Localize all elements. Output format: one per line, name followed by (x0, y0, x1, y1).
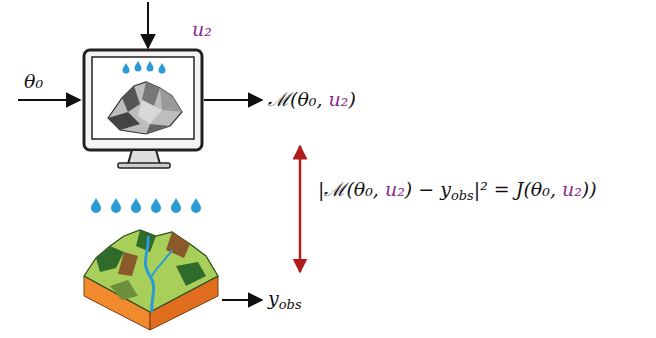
math-text: y (268, 287, 279, 309)
math-text: ) (348, 88, 355, 110)
output-arrow (222, 299, 262, 301)
math-text: u₂ (385, 178, 405, 200)
parameter-label: θ₀ (24, 70, 43, 93)
input-arrow (147, 2, 149, 48)
math-text: u₂ (562, 178, 582, 200)
subscript: obs (451, 188, 474, 203)
landscape (84, 198, 218, 330)
math-text: ) − y (405, 178, 451, 200)
output-arrow (204, 99, 262, 101)
math-text: )) (582, 178, 597, 200)
forcing-label: u₂ (192, 18, 212, 41)
input-arrow (18, 99, 80, 101)
math-text: u₂ (329, 88, 349, 110)
computer-monitor (84, 50, 202, 168)
cost-equation: |ℳ(θ₀, u₂) − yobs|² = J(θ₀, u₂)) (318, 178, 597, 204)
math-text: |² = J(θ₀, (474, 178, 562, 200)
math-text: ℳ(θ₀, (268, 88, 329, 110)
subscript: obs (279, 297, 302, 312)
math-text: |ℳ(θ₀, (318, 178, 385, 200)
comparison-arrow (299, 146, 302, 272)
observation-label: yobs (268, 287, 302, 313)
model-output: ℳ(θ₀, u₂) (268, 88, 356, 111)
math-text: θ₀ (24, 70, 43, 92)
math-text: u₂ (192, 18, 212, 40)
